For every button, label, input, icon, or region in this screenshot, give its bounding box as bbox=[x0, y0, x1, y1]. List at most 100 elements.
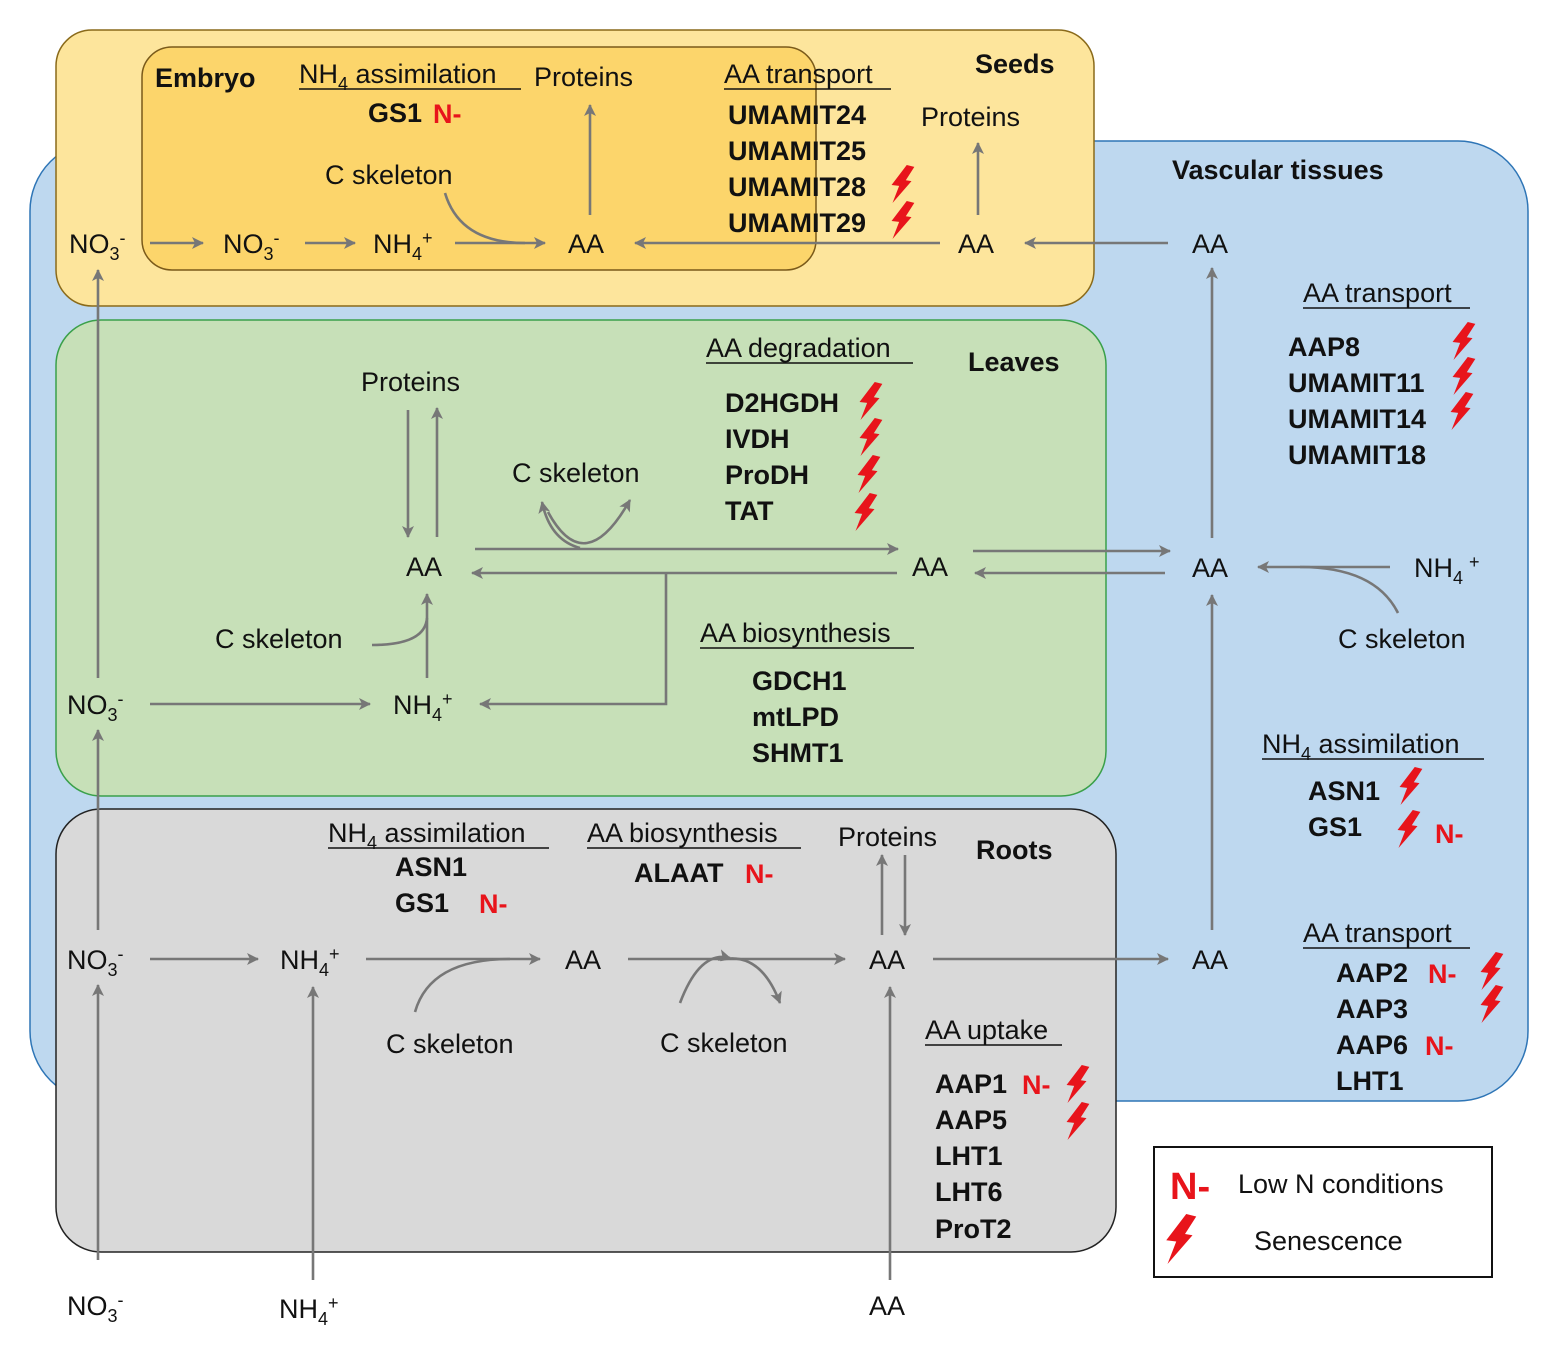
vascular-title: Vascular tissues bbox=[1172, 155, 1384, 185]
gene-label: GDCH1 bbox=[752, 666, 847, 696]
gene-label: UMAMIT29 bbox=[728, 208, 866, 238]
leaves-title: Leaves bbox=[968, 347, 1060, 377]
gene-label: LHT6 bbox=[935, 1177, 1003, 1207]
c-skeleton-node: C skeleton bbox=[215, 624, 343, 654]
proteins-node: Proteins bbox=[534, 62, 633, 92]
gene-label: ALAAT bbox=[634, 858, 724, 888]
gene-label: UMAMIT28 bbox=[728, 172, 866, 202]
aa-node: AA bbox=[1192, 945, 1228, 975]
arrow bbox=[371, 617, 429, 647]
nh4-node: NH4+ bbox=[373, 228, 433, 264]
embryo-compartment bbox=[141, 46, 817, 271]
leaves-compartment bbox=[55, 319, 1107, 797]
low-n-marker: N- bbox=[1428, 959, 1457, 989]
aa-transport-header: AA transport bbox=[1303, 278, 1452, 308]
gene-label: ProDH bbox=[725, 460, 809, 490]
aa-node: AA bbox=[568, 229, 604, 259]
proteins-node: Proteins bbox=[361, 367, 460, 397]
aa-node: AA bbox=[565, 945, 601, 975]
aa-transport-header: AA transport bbox=[1303, 918, 1452, 948]
roots-compartment bbox=[55, 808, 1117, 1253]
proteins-node: Proteins bbox=[921, 102, 1020, 132]
low-n-marker: N- bbox=[433, 99, 462, 129]
gene-lists: GS1 N- UMAMIT24 UMAMIT25 UMAMIT28 UMAMIT… bbox=[368, 98, 1504, 1244]
c-skeleton-node: C skeleton bbox=[1338, 624, 1466, 654]
metabolite-nodes: NO3- NO3- NH4+ AA Proteins C skeleton AA… bbox=[67, 62, 1480, 1329]
nh4-input: NH4+ bbox=[279, 1293, 339, 1329]
gene-label: AAP3 bbox=[1336, 994, 1408, 1024]
aa-biosynthesis-header: AA biosynthesis bbox=[587, 818, 778, 848]
nh4-assimilation-header: NH4 assimilation bbox=[1262, 729, 1460, 764]
aa-node: AA bbox=[912, 552, 948, 582]
aa-biosynthesis-header: AA biosynthesis bbox=[700, 618, 891, 648]
legend-low-n-text: Low N conditions bbox=[1238, 1169, 1444, 1199]
gene-label: GS1 bbox=[1308, 812, 1362, 842]
nh4-assimilation-header: NH4 assimilation bbox=[328, 818, 526, 853]
low-n-marker: N- bbox=[745, 859, 774, 889]
gene-label: GS1 bbox=[395, 888, 449, 918]
seeds-title: Seeds bbox=[975, 49, 1055, 79]
gene-label: D2HGDH bbox=[725, 388, 839, 418]
gene-label: AAP8 bbox=[1288, 332, 1360, 362]
gene-label: UMAMIT11 bbox=[1288, 368, 1425, 398]
low-n-marker: N- bbox=[1425, 1031, 1454, 1061]
arrow bbox=[479, 573, 668, 710]
arrow bbox=[538, 501, 581, 550]
arrow bbox=[546, 499, 632, 545]
gene-label: ASN1 bbox=[1308, 776, 1380, 806]
nh4-assimilation-header: NH4 assimilation bbox=[299, 59, 497, 94]
c-skeleton-node: C skeleton bbox=[386, 1029, 514, 1059]
roots-title: Roots bbox=[976, 835, 1053, 865]
legend-low-n-symbol: N- bbox=[1170, 1166, 1210, 1208]
no3-node: NO3- bbox=[223, 228, 280, 264]
no3-input: NO3- bbox=[67, 1290, 124, 1326]
gene-label: mtLPD bbox=[752, 702, 839, 732]
legend: N- Low N conditions Senescence bbox=[1153, 1146, 1493, 1278]
gene-label: UMAMIT14 bbox=[1288, 404, 1426, 434]
aa-input: AA bbox=[869, 1291, 905, 1321]
legend-box bbox=[1153, 1146, 1493, 1278]
gene-label: ASN1 bbox=[395, 852, 467, 882]
nh4-node: NH4+ bbox=[393, 689, 453, 725]
aa-node: AA bbox=[958, 229, 994, 259]
gene-label: AAP2 bbox=[1336, 958, 1408, 988]
legend-senescence-text: Senescence bbox=[1254, 1226, 1403, 1256]
gene-label: UMAMIT18 bbox=[1288, 440, 1426, 470]
gene-label: AAP5 bbox=[935, 1105, 1007, 1135]
process-headers: NH4 assimilation AA transport AA transpo… bbox=[299, 59, 1484, 1046]
gene-label: LHT1 bbox=[1336, 1066, 1404, 1096]
nh4-node: NH4+ bbox=[1414, 552, 1480, 588]
aa-degradation-header: AA degradation bbox=[706, 333, 891, 363]
gene-label: ProT2 bbox=[935, 1214, 1012, 1244]
c-skeleton-node: C skeleton bbox=[512, 458, 640, 488]
gene-label: IVDH bbox=[725, 424, 790, 454]
gene-label: SHMT1 bbox=[752, 738, 844, 768]
arrow bbox=[413, 957, 511, 1013]
aa-transport-header: AA transport bbox=[724, 59, 873, 89]
no3-node: NO3- bbox=[69, 228, 126, 264]
arrow bbox=[719, 957, 782, 1004]
c-skeleton-node: C skeleton bbox=[660, 1028, 788, 1058]
gene-label: AAP6 bbox=[1336, 1030, 1408, 1060]
gene-label: LHT1 bbox=[935, 1141, 1003, 1171]
aa-node: AA bbox=[406, 552, 442, 582]
aa-node: AA bbox=[1192, 553, 1228, 583]
arrow bbox=[678, 949, 731, 1004]
gene-label: AAP1 bbox=[935, 1069, 1007, 1099]
gene-label: UMAMIT25 bbox=[728, 136, 866, 166]
embryo-title: Embryo bbox=[155, 63, 256, 93]
arrow bbox=[1299, 565, 1400, 614]
no3-node: NO3- bbox=[67, 689, 124, 725]
arrow bbox=[443, 192, 526, 245]
nh4-node: NH4+ bbox=[280, 944, 340, 980]
gene-label: GS1 bbox=[368, 98, 422, 128]
gene-label: TAT bbox=[725, 496, 774, 526]
aa-node: AA bbox=[869, 945, 905, 975]
low-n-marker: N- bbox=[479, 889, 508, 919]
proteins-node: Proteins bbox=[838, 822, 937, 852]
flow-arrows bbox=[92, 104, 1400, 1280]
aa-node: AA bbox=[1192, 229, 1228, 259]
aa-uptake-header: AA uptake bbox=[925, 1015, 1048, 1045]
c-skeleton-node: C skeleton bbox=[325, 160, 453, 190]
